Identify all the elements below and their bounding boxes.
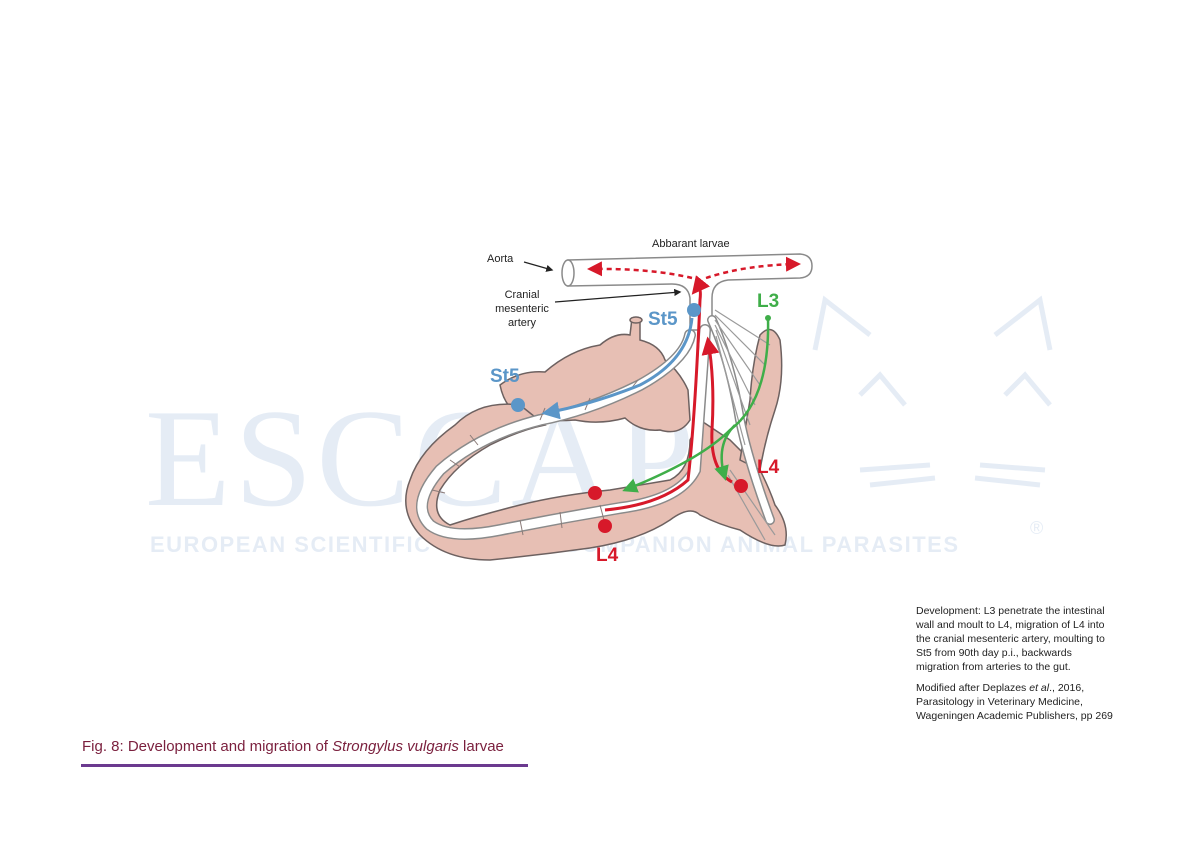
aberrant-right-arrow <box>705 256 801 280</box>
caption-species: Strongylus vulgaris <box>332 738 459 755</box>
migration-paths <box>541 256 801 512</box>
caption-prefix: Fig. 8: Development and migration of <box>82 738 333 755</box>
larval-stage-markers <box>511 303 748 533</box>
aorta-pointer <box>523 261 554 272</box>
reference-etal: et al <box>1029 682 1050 694</box>
aorta <box>561 253 813 331</box>
l4-bottom-label: L4 <box>596 545 619 566</box>
l4-marker-middle <box>588 486 602 500</box>
cranial-artery-label-line3: artery <box>508 317 537 329</box>
l3-entry-marker <box>765 315 771 321</box>
abbarant-larvae-label: Abbarant larvae <box>652 238 730 250</box>
st5-migration-arrow <box>541 317 694 420</box>
reference-suffix: ., 2016, Parasitology in Veterinary Medi… <box>916 682 1113 722</box>
st5-marker-artery <box>687 303 701 317</box>
reference-text: Modified after Deplazes et al., 2016, Pa… <box>916 681 1116 723</box>
watermark-registered-mark: ® <box>1030 518 1043 538</box>
development-text: Development: L3 penetrate the intestinal… <box>916 605 1105 673</box>
caption-underline <box>81 764 528 767</box>
l4-marker-bottom <box>598 519 612 533</box>
cranial-artery-pointer <box>554 288 682 303</box>
cranial-artery-label-line1: Cranial <box>505 289 540 301</box>
figure-caption: Fig. 8: Development and migration of Str… <box>82 738 504 755</box>
l3-label: L3 <box>757 291 779 312</box>
cat-silhouette-icon <box>812 295 1053 488</box>
st5-marker-gut <box>511 398 525 412</box>
l3-branch-arrow <box>714 424 736 481</box>
st5-left-label: St5 <box>490 366 520 387</box>
cranial-artery-label-line2: mesenteric <box>495 303 549 315</box>
l4-migration-arrow <box>604 275 711 512</box>
aorta-label: Aorta <box>487 253 514 265</box>
l4-right-label: L4 <box>757 457 780 478</box>
figure-description: Development: L3 penetrate the intestinal… <box>916 604 1116 730</box>
caption-suffix: larvae <box>458 738 504 755</box>
right-colon <box>739 328 783 472</box>
reference-prefix: Modified after Deplazes <box>916 682 1030 694</box>
l4-marker-right <box>734 479 748 493</box>
st5-top-label: St5 <box>648 309 678 330</box>
aberrant-left-arrow <box>587 261 693 280</box>
